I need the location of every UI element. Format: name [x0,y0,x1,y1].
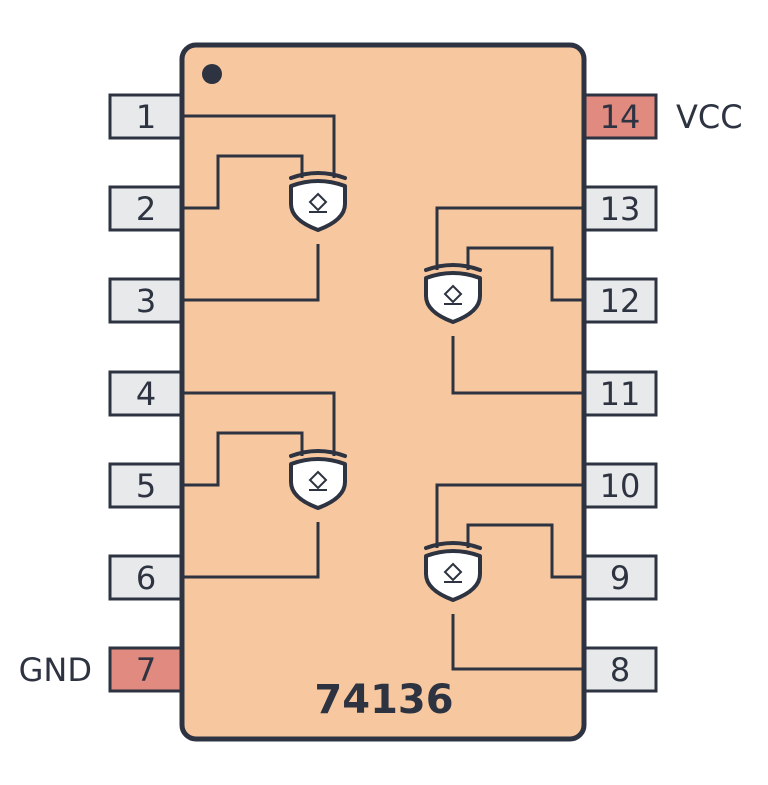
wire-pin13-gate3 [435,206,584,270]
wire-pin2-gate1 [182,154,304,210]
gnd-label: GND [19,651,92,689]
pin-11-number: 11 [600,375,641,413]
pin-11-box [582,370,658,417]
xor-gate-1-icon [289,171,347,232]
wire-pin10-gate4 [435,483,584,548]
pin-10-box [582,462,658,509]
pin-1-indicator-dot [202,64,222,84]
vcc-label: VCC [676,98,743,136]
pin-12-number: 12 [600,282,641,320]
wire-pin12-gate3 [466,246,584,302]
left-pin-numbers: 1 2 3 4 5 6 7 [136,98,156,689]
pin-2-number: 2 [136,190,156,228]
xor-gate-4-icon [424,541,482,602]
wire-pin9-gate4 [466,523,584,579]
left-pins [108,93,184,693]
pin-7-number: 7 [136,651,156,689]
pin-3-number: 3 [136,282,156,320]
pin-5-box [108,462,184,509]
pin-13-number: 13 [600,190,641,228]
xor-gate-3-icon [424,263,482,324]
pin-2-box [108,185,184,232]
pin-9-number: 9 [610,559,630,597]
wire-pin1-gate1 [182,114,336,178]
right-pin-numbers: 14 13 12 11 10 9 8 [600,98,641,689]
wire-gate4-pin8 [451,614,584,671]
wire-pin4-gate2 [182,391,336,456]
gate-wiring [182,114,584,671]
pin-8-box [582,646,658,693]
chip-part-number: 74136 [314,677,453,723]
pin-1-box [108,93,184,140]
wire-pin5-gate2 [182,431,304,487]
xor-gate-2-icon [289,449,347,510]
pin-14-number: 14 [600,98,641,136]
pin-8-number: 8 [610,651,630,689]
pin-4-number: 4 [136,375,156,413]
wire-gate1-pin3 [182,244,320,302]
pin-10-number: 10 [600,467,641,505]
pin-7-box [108,646,184,693]
pin-6-number: 6 [136,559,156,597]
wire-gate3-pin11 [451,336,584,395]
pin-3-box [108,277,184,324]
pin-9-box [582,554,658,601]
pin-1-number: 1 [136,98,156,136]
wire-gate2-pin6 [182,522,320,579]
pin-5-number: 5 [136,467,156,505]
